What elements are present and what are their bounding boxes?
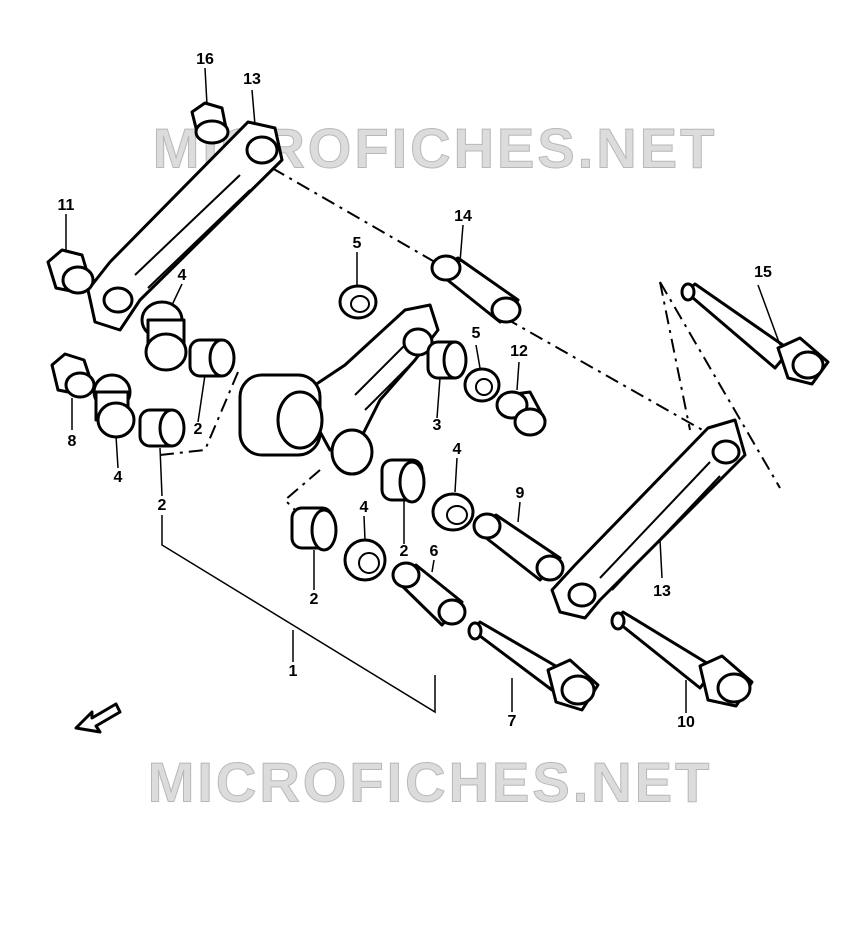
callout-4-lower: 4 (359, 499, 369, 516)
dust-seal-4d (343, 538, 387, 582)
needle-bearing-3 (426, 340, 468, 380)
callout-5-right: 5 (471, 325, 481, 342)
needle-bearing-2a (188, 338, 236, 378)
callout-5-upper: 5 (352, 235, 362, 252)
needle-bearing-2c (380, 458, 426, 504)
dust-seal-4a (140, 300, 188, 372)
callout-12: 12 (510, 343, 528, 360)
needle-bearing-2d (290, 506, 338, 552)
front-direction-arrow-icon (74, 702, 122, 734)
link-rod-lower (550, 418, 747, 620)
callout-2-left: 2 (157, 497, 167, 514)
seal-5b (463, 367, 501, 403)
callout-16: 16 (196, 51, 214, 68)
sleeve-6 (391, 561, 467, 627)
callout-8: 8 (67, 433, 77, 450)
leader-lines (65, 67, 781, 714)
callout-6: 6 (429, 543, 439, 560)
nut-8 (50, 352, 96, 399)
nut-16 (190, 101, 230, 145)
callout-2-upper: 2 (193, 421, 203, 438)
collar-12 (495, 390, 547, 437)
callout-10: 10 (677, 714, 695, 731)
callout-4-upper: 4 (177, 267, 187, 284)
callout-14: 14 (454, 208, 472, 225)
bolt-10 (610, 610, 754, 708)
bolt-7 (467, 620, 600, 712)
callout-9: 9 (515, 485, 525, 502)
sleeve-14 (430, 254, 522, 324)
cushion-lever (238, 303, 440, 476)
bolt-15 (680, 282, 830, 386)
dust-seal-4c (431, 492, 475, 532)
callout-13-upper: 13 (243, 71, 261, 88)
nut-11 (46, 248, 95, 295)
callout-1: 1 (288, 663, 298, 680)
sleeve-9 (472, 512, 565, 582)
watermark-bottom: MICROFICHES.NET (147, 750, 713, 814)
callout-4-mid-right: 4 (452, 441, 462, 458)
seal-5a (338, 284, 378, 320)
callout-2-lower: 2 (309, 591, 319, 608)
callout-13-lower: 13 (653, 583, 671, 600)
callout-15: 15 (754, 264, 772, 281)
callout-11: 11 (57, 197, 75, 214)
callout-2-mid: 2 (399, 543, 409, 560)
callout-7: 7 (507, 713, 517, 730)
callout-3: 3 (432, 417, 442, 434)
dust-seal-4b (92, 373, 136, 439)
link-rod-upper (86, 120, 284, 332)
needle-bearing-2b (138, 408, 186, 448)
callout-4-left: 4 (113, 469, 123, 486)
